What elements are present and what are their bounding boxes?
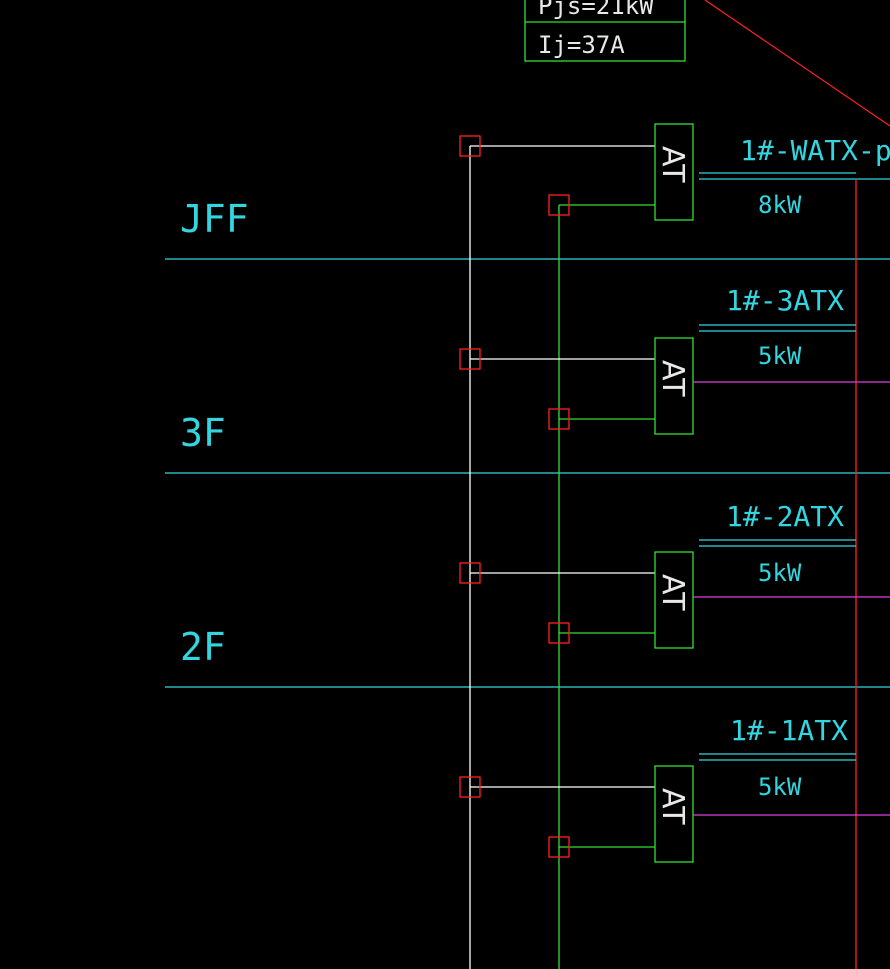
at-switch-box — [654, 551, 694, 649]
panel-3: AT 1#-2ATX 5kW — [459, 500, 890, 649]
panel-power: 5kW — [758, 342, 802, 370]
backup-tap-marker — [548, 836, 570, 858]
floor-label-2f: 2F — [180, 625, 226, 669]
main-tap-marker — [459, 135, 481, 157]
summary-table: Pjs=21kW Ij=37A — [524, 0, 686, 62]
backup-tap-marker — [548, 622, 570, 644]
at-switch-label: AT — [655, 360, 690, 397]
at-switch-label: AT — [655, 146, 690, 183]
main-tap-marker — [459, 348, 481, 370]
floor-label-3f: 3F — [180, 411, 226, 455]
at-switch-label: AT — [655, 788, 690, 825]
summary-ij: Ij=37A — [538, 31, 625, 59]
panel-power: 5kW — [758, 773, 802, 801]
main-tap-marker — [459, 776, 481, 798]
panel-power: 5kW — [758, 559, 802, 587]
at-switch-label: AT — [655, 574, 690, 611]
panel-name: 1#-3ATX — [726, 284, 844, 317]
backup-tap-marker — [548, 194, 570, 216]
panel-name: 1#-WATX-py — [740, 134, 890, 167]
at-switch-box — [654, 765, 694, 863]
panel-4: AT 1#-1ATX 5kW — [459, 714, 890, 863]
panel-power: 8kW — [758, 191, 802, 219]
panel-name: 1#-1ATX — [730, 714, 848, 747]
panel-name: 1#-2ATX — [726, 500, 844, 533]
main-tap-marker — [459, 562, 481, 584]
at-switch-box — [654, 337, 694, 435]
backup-tap-marker — [548, 408, 570, 430]
panel-1: AT 1#-WATX-py 8kW — [459, 123, 890, 221]
at-switch-box — [654, 123, 694, 221]
panel-2: AT 1#-3ATX 5kW — [459, 284, 890, 435]
floor-label-jff: JFF — [180, 197, 249, 241]
leader-line — [704, 0, 890, 127]
summary-pjs: Pjs=21kW — [538, 0, 654, 20]
